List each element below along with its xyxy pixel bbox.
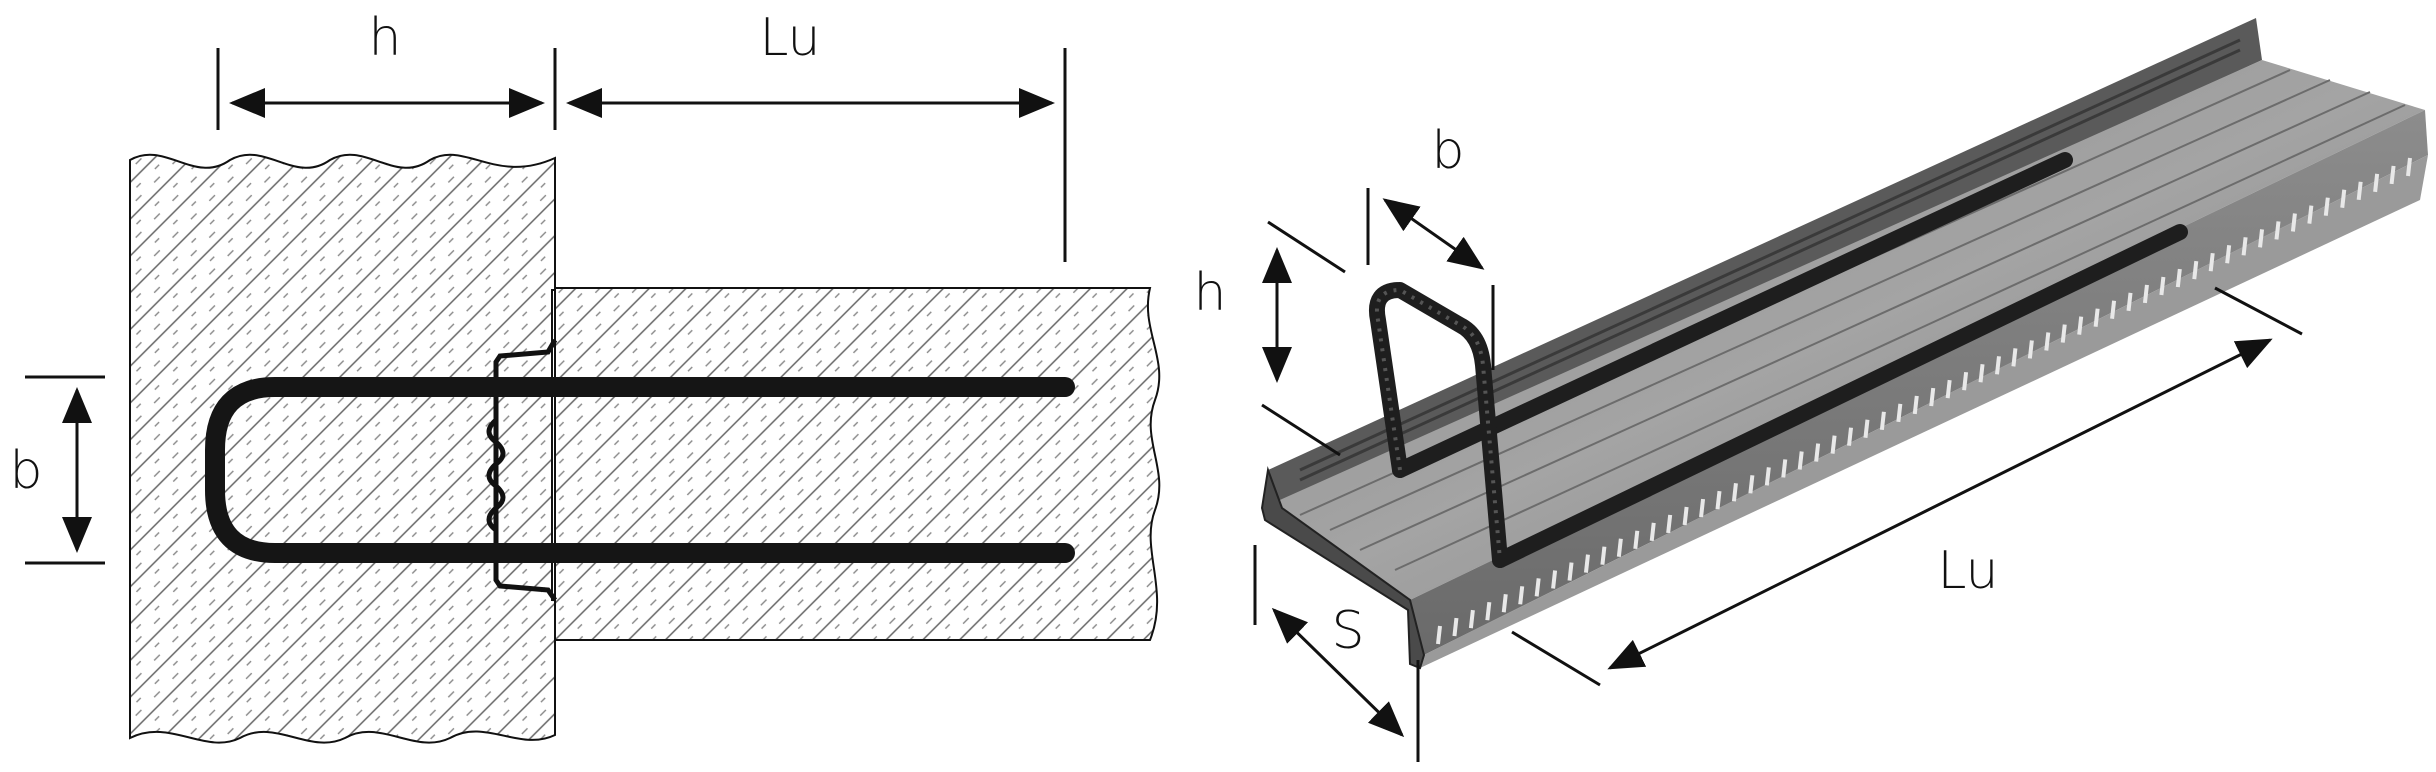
perforation-slot: [1863, 419, 1870, 438]
perforation-slot: [2011, 348, 2018, 367]
profile-back-wall: [1268, 18, 2262, 508]
wall-block: [129, 153, 556, 744]
h-label: h: [369, 8, 402, 68]
perforation-slot: [2175, 268, 2182, 288]
iso-b-label: b: [1431, 121, 1464, 181]
perforation-slot: [1518, 586, 1525, 605]
perforation-slot: [1551, 570, 1558, 589]
iso-lu-label: Lu: [1937, 541, 1998, 601]
perforation-slot: [1715, 490, 1722, 510]
perforation-slot: [2044, 332, 2051, 351]
perforation-slot: [1666, 514, 1673, 534]
perforation-slot: [2142, 284, 2149, 304]
perforation-slot: [2077, 316, 2084, 335]
perforation-slot: [2192, 260, 2199, 280]
perforation-slot: [1452, 617, 1459, 637]
perforation-slot: [2340, 189, 2347, 208]
perforation-slot: [1879, 411, 1886, 431]
perforation-slot: [1468, 609, 1475, 629]
perforation-slot: [1830, 435, 1837, 454]
iso-h-label: h: [1194, 263, 1227, 323]
iso-rebar-inner: [1392, 152, 2073, 478]
iso-b-dimension-arrow: [1382, 198, 1485, 270]
iso-lu-dimension-arrow: [1607, 338, 2273, 670]
perforation-slot: [1600, 546, 1607, 565]
perforation-slot: [2373, 173, 2380, 193]
perforation-slot: [1764, 467, 1771, 486]
perforation-slot: [1567, 562, 1574, 581]
perforation-slot: [1896, 403, 1903, 423]
perforation-slot: [1748, 475, 1755, 494]
perforation-slot: [2274, 221, 2281, 240]
perforation-slot: [1994, 356, 2001, 375]
iso-stirrup-ribs: [1375, 287, 1502, 561]
lu-label: Lu: [759, 8, 820, 68]
perforation-slot: [1485, 601, 1492, 621]
profile-ribs: [486, 418, 506, 533]
perforation-slot: [1682, 506, 1689, 526]
perforation-slot: [1501, 594, 1508, 613]
perforation-slot: [2290, 213, 2297, 232]
perforation-slot: [1436, 625, 1442, 645]
b-label: b: [9, 441, 42, 501]
perforation-slot: [2225, 245, 2232, 264]
perforation-slot: [2110, 300, 2117, 320]
profile-outline: [493, 338, 558, 602]
iso-h-ext-top: [1267, 220, 1346, 274]
perforation-slot: [2208, 252, 2215, 272]
perforation-slot: [1781, 459, 1788, 478]
perforation-slot: [1962, 371, 1969, 391]
perforation-slot: [2406, 157, 2412, 177]
perforation-slot: [1633, 530, 1640, 550]
perforation-slot: [1699, 498, 1706, 518]
perforation-slot: [2307, 205, 2314, 224]
isometric-view: b h S Lu: [1194, 18, 2428, 762]
perforation-slot: [2389, 165, 2396, 185]
perforation-slot: [1797, 451, 1804, 470]
perforation-slot: [1814, 443, 1821, 462]
perforation-slot: [2060, 324, 2067, 343]
perforation-slot: [2159, 276, 2166, 296]
iso-lu-ext-left: [1511, 630, 1601, 687]
perforation-slot: [2356, 181, 2363, 201]
perforation-slot: [1978, 364, 1985, 383]
perforation-slot: [2323, 197, 2330, 216]
perforation-slot: [1929, 387, 1936, 407]
perforation-slot: [1534, 578, 1541, 597]
perforation-slot: [1912, 395, 1919, 415]
section-view: h Lu b: [9, 8, 1161, 744]
perforation-slot: [2258, 229, 2265, 248]
back-wall-ribs: [1299, 38, 2241, 482]
iso-s-dimension-arrow: [1271, 607, 1405, 738]
profile-end-section: [1260, 466, 1426, 670]
iso-lu-ext-right: [2214, 286, 2303, 336]
iso-h-ext-bottom: [1261, 403, 1341, 457]
iso-s-label: S: [1331, 601, 1364, 661]
perforation-slot: [1731, 482, 1738, 502]
perforation-slot: [2093, 308, 2100, 327]
slab-block: [554, 287, 1161, 641]
perforation-slot: [2126, 292, 2133, 312]
perforation-slot: [1847, 427, 1854, 446]
perforation-slot: [1616, 538, 1623, 557]
perforation-slot: [1945, 379, 1952, 399]
perforation-slot: [1649, 522, 1656, 542]
perforation-slot: [2027, 340, 2034, 359]
u-bar-rebar: [205, 377, 1075, 563]
perforation-slot: [1583, 554, 1590, 573]
perforation-slot: [2241, 237, 2248, 256]
